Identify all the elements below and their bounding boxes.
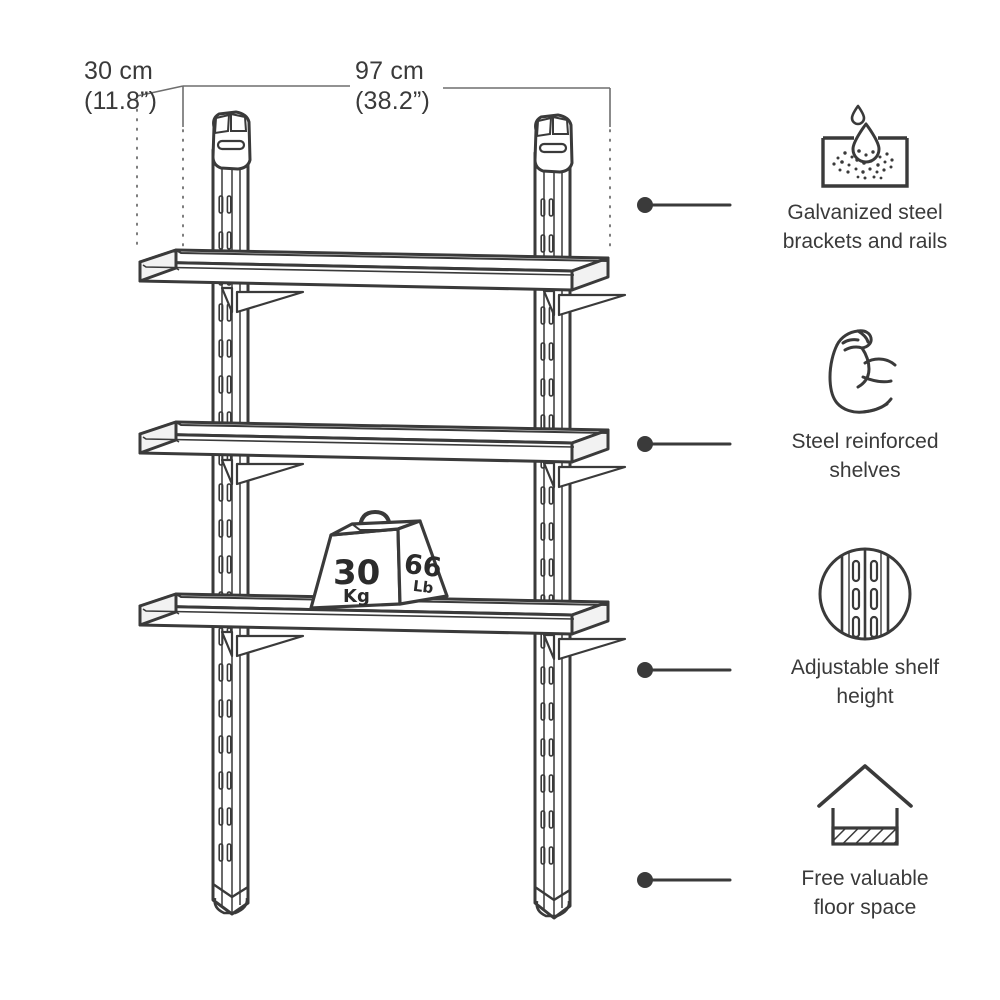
width-imperial: (38.2”) bbox=[355, 87, 431, 115]
feature-label-steel-reinforced: Steel reinforced shelves bbox=[735, 427, 995, 485]
slotted-rail-magnifier-icon bbox=[818, 547, 912, 641]
callout-connector-3 bbox=[637, 872, 732, 888]
house-floor-icon bbox=[817, 764, 913, 846]
feature-3-line1: Free valuable bbox=[801, 867, 929, 890]
feature-label-free-floor-space: Free valuable floor space bbox=[735, 864, 995, 922]
weight-lb-unit: Lb bbox=[411, 576, 435, 598]
rail-left bbox=[211, 110, 252, 916]
water-drop-repellent-icon bbox=[821, 104, 909, 188]
rail-right-top-cap bbox=[533, 113, 574, 174]
depth-dimension-label: 30 cm (11.8”) bbox=[84, 56, 157, 116]
callout-connector-2 bbox=[637, 662, 732, 678]
depth-dimension-line bbox=[136, 85, 184, 97]
depth-imperial: (11.8”) bbox=[84, 87, 158, 115]
feature-0-line2: brackets and rails bbox=[782, 230, 948, 253]
shelf-middle bbox=[138, 420, 627, 489]
dimension-guide-lines bbox=[136, 99, 611, 269]
feature-2-line1: Adjustable shelf bbox=[790, 656, 940, 679]
width-metric: 97 cm bbox=[355, 57, 425, 85]
callout-connector-1 bbox=[637, 436, 732, 452]
shelf-top bbox=[138, 248, 627, 317]
feature-free-floor-space: Free valuable floor space bbox=[735, 760, 995, 922]
rail-left-top-cap bbox=[211, 110, 252, 171]
rail-right bbox=[533, 113, 574, 920]
feature-3-line2: floor space bbox=[813, 896, 917, 919]
feature-0-line1: Galvanized steel bbox=[787, 201, 943, 224]
flexed-bicep-icon bbox=[828, 329, 897, 414]
feature-galvanized-steel: Galvanized steel brackets and rails bbox=[735, 100, 995, 256]
depth-metric: 30 cm bbox=[84, 57, 154, 85]
feature-adjustable-shelf: Adjustable shelf height bbox=[735, 545, 995, 711]
weight-kg-unit: Kg bbox=[343, 586, 370, 607]
feature-1-line1: Steel reinforced bbox=[791, 430, 939, 453]
feature-label-galvanized: Galvanized steel brackets and rails bbox=[735, 198, 995, 256]
callout-connector-0 bbox=[637, 197, 732, 213]
feature-2-line2: height bbox=[836, 685, 894, 708]
feature-label-adjustable-shelf: Adjustable shelf height bbox=[735, 653, 995, 711]
dimension-lines bbox=[136, 85, 611, 127]
width-dimension-label: 97 cm (38.2”) bbox=[355, 56, 430, 116]
feature-1-line2: shelves bbox=[829, 459, 901, 482]
weight-kg-value: 30 bbox=[333, 553, 381, 593]
callout-connectors bbox=[637, 197, 732, 888]
feature-steel-reinforced: Steel reinforced shelves bbox=[735, 325, 995, 485]
weight-block bbox=[309, 509, 449, 610]
